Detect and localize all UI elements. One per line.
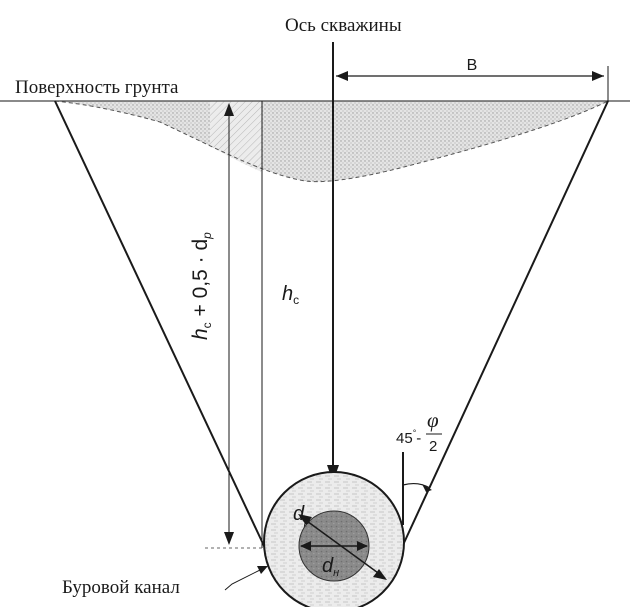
- dn-label: dн: [322, 555, 339, 579]
- ground-surface-label: Поверхность грунта: [15, 77, 179, 98]
- b-label: B: [467, 57, 478, 74]
- dp-label: dp: [293, 503, 310, 527]
- drill-channel-leader-arrow: [257, 566, 268, 574]
- hc-total-arrow-bottom: [224, 532, 234, 545]
- settlement-hatch: [210, 101, 262, 172]
- dp-arrow-end: [373, 569, 387, 580]
- hc-total-h-sub: c: [200, 322, 214, 328]
- right-wedge-line: [402, 100, 609, 546]
- settlement-trough: [55, 101, 608, 182]
- drill-channel-label: Буровой канал: [62, 577, 180, 598]
- angle-dash: -: [416, 430, 421, 447]
- dn-arrow-right: [357, 541, 368, 551]
- angle-degree: °: [413, 428, 417, 438]
- dp-dimension-line: [299, 515, 386, 579]
- b-arrow-left: [336, 71, 348, 81]
- settlement-curve: [54, 100, 609, 183]
- hc-total-rest: + 0,5 · d: [189, 239, 212, 322]
- angle-two: 2: [429, 438, 437, 455]
- angle-45: 45: [396, 430, 413, 447]
- dn-arrow-left: [300, 541, 311, 551]
- left-wedge-line: [54, 100, 266, 549]
- dp-letter: d: [293, 503, 305, 525]
- drill-channel-leader: [224, 567, 265, 591]
- hc-label: hc: [282, 283, 299, 307]
- angle-phi: φ: [427, 408, 439, 432]
- angle-arc-arrow: [422, 484, 432, 492]
- dp-sub: p: [303, 515, 310, 527]
- borehole-axis-label: Ось скважины: [285, 15, 402, 36]
- dp-arrow-start: [298, 514, 312, 525]
- hc-total-h: h: [189, 328, 212, 340]
- angle-label: 45°-: [396, 428, 421, 447]
- hc-total-label: hc + 0,5 · dp: [189, 232, 214, 340]
- hc-h: h: [282, 283, 293, 305]
- hc-total-dp-sub: p: [200, 232, 214, 240]
- angle-arc: [402, 482, 431, 489]
- dn-letter: d: [322, 555, 334, 577]
- hc-total-arrow-top: [224, 103, 234, 116]
- b-arrow-right: [592, 71, 604, 81]
- dn-sub: н: [333, 567, 339, 579]
- hc-sub: c: [293, 293, 299, 307]
